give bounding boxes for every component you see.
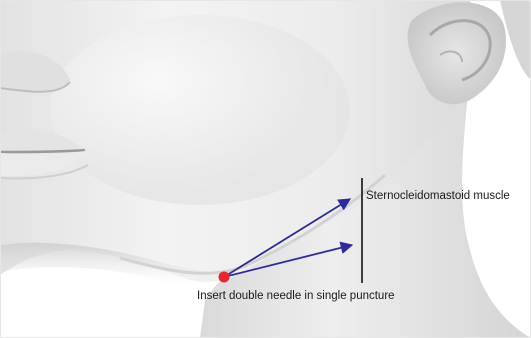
cheek-highlight [50,15,350,205]
insertion-label: Insert double needle in single puncture [197,291,395,303]
puncture-point [219,272,230,283]
muscle-label: Sternocleidomastoid muscle [366,191,510,203]
